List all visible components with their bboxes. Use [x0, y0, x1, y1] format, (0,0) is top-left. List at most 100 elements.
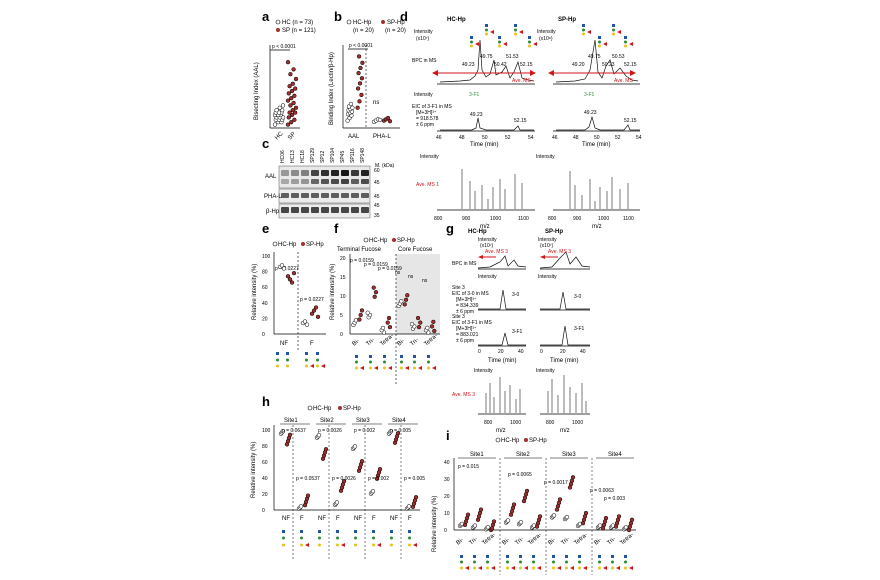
lane-label: SP45 [340, 151, 346, 163]
glycan-icon [282, 543, 285, 547]
group-label: Tetra- [423, 333, 439, 347]
blot-band [291, 170, 299, 176]
fucose-icon [305, 543, 309, 547]
fucose-icon [587, 30, 591, 34]
xlabel-time: Time (min) [582, 142, 610, 148]
glycan-icon [336, 530, 339, 533]
panel-b-ylabel: Binding Index (Lectin/β-Hp) [329, 52, 335, 125]
hc-point [623, 525, 629, 530]
mz-tick: 800 [484, 420, 493, 426]
glycan-icon [598, 44, 601, 48]
blot-band [311, 193, 319, 198]
panel-f-points [351, 285, 437, 335]
sp-point [357, 99, 362, 104]
hc-point [365, 310, 370, 315]
legend-sp: SP-Hp [397, 238, 415, 244]
sp-point [287, 110, 292, 115]
glycan-icon [305, 358, 308, 362]
panel-h-label: h [262, 394, 270, 409]
fucose-icon [629, 566, 633, 570]
panel-b-points [345, 54, 393, 125]
mz-tick: 1100 [623, 216, 634, 222]
glycan-icon [486, 555, 489, 558]
glycan-icon [336, 536, 339, 540]
glycan-icon [400, 360, 403, 364]
fucose-icon [475, 42, 479, 46]
sp-point [285, 122, 291, 127]
sp-point [387, 119, 393, 124]
glycan-icon [498, 44, 501, 48]
ave-ms3: Ave. MS 3 [485, 249, 508, 255]
sp-point [291, 271, 297, 276]
p-value: p = 0.0159 [350, 258, 374, 264]
blot-band [361, 179, 369, 184]
eic-trace-hc [478, 289, 526, 310]
sp-point [557, 497, 563, 502]
glycan-icon [528, 36, 531, 39]
glycan-icon [316, 364, 319, 368]
sp-point [616, 514, 622, 519]
glycan-icon [336, 543, 339, 547]
hc-point [370, 489, 376, 494]
glycan-icon [498, 36, 501, 39]
glycan-icon [612, 28, 615, 32]
panel-h-ylabel: Relative intensity (%) [251, 442, 257, 498]
intensity-label: Intensity [536, 154, 555, 160]
glycan-icon [318, 543, 321, 547]
y-tick: 60 [262, 460, 268, 466]
eic-mz: = 918.578 [416, 116, 439, 122]
hc-point [485, 525, 491, 530]
fucose-icon [321, 364, 325, 368]
xlabel: Time (min) [488, 358, 516, 364]
peak-label: 49.20 [572, 62, 585, 68]
sp-point [465, 512, 471, 517]
panel-a-ylabel: Bisecting Index (AAL) [254, 62, 260, 120]
legend-sp-marker [338, 406, 342, 410]
sp-point [372, 294, 377, 299]
arrow-head-right [530, 70, 536, 76]
group-label: Bi- [396, 338, 405, 347]
glycan-icon [578, 560, 581, 564]
sp-point [355, 105, 360, 110]
legend-sp-marker [276, 28, 280, 32]
glycan-icon [300, 543, 303, 547]
p2: p = 0.0227 [300, 297, 324, 303]
glycan-icon [470, 44, 473, 48]
x-tick: 0 [540, 349, 543, 355]
sp-point [570, 475, 576, 480]
glycan-icon [624, 555, 627, 558]
hc-point [279, 263, 285, 268]
glycan-icon [427, 355, 430, 358]
p-value: p = 0.0017 [544, 480, 568, 486]
sp-point [309, 311, 315, 316]
sp-point [341, 479, 347, 484]
peak-label: 52.15 [624, 118, 637, 124]
glycan-icon [286, 352, 289, 355]
xlabel: Time (min) [550, 358, 578, 364]
fucose-icon [491, 566, 495, 570]
sp-point [371, 285, 376, 290]
intensity: Intensity [536, 368, 555, 374]
glycan-icon [305, 364, 308, 368]
hc-point [348, 101, 354, 107]
hc-point [352, 444, 358, 449]
hc-point [280, 103, 286, 108]
glycan-icon [286, 358, 289, 362]
glycan-icons [355, 355, 436, 370]
glycan-icon [460, 555, 463, 558]
glycan-icon [408, 530, 411, 533]
legend-hc-marker [363, 237, 369, 243]
group-label: Tri- [514, 536, 525, 546]
sp-point [415, 315, 421, 321]
peak-label: 51.53 [506, 54, 519, 60]
y-tick: 20 [340, 256, 346, 262]
glycan-icon [612, 32, 615, 36]
glycan-icon [506, 555, 509, 558]
glycan-icon [355, 360, 358, 364]
glycan-icon [372, 543, 375, 547]
